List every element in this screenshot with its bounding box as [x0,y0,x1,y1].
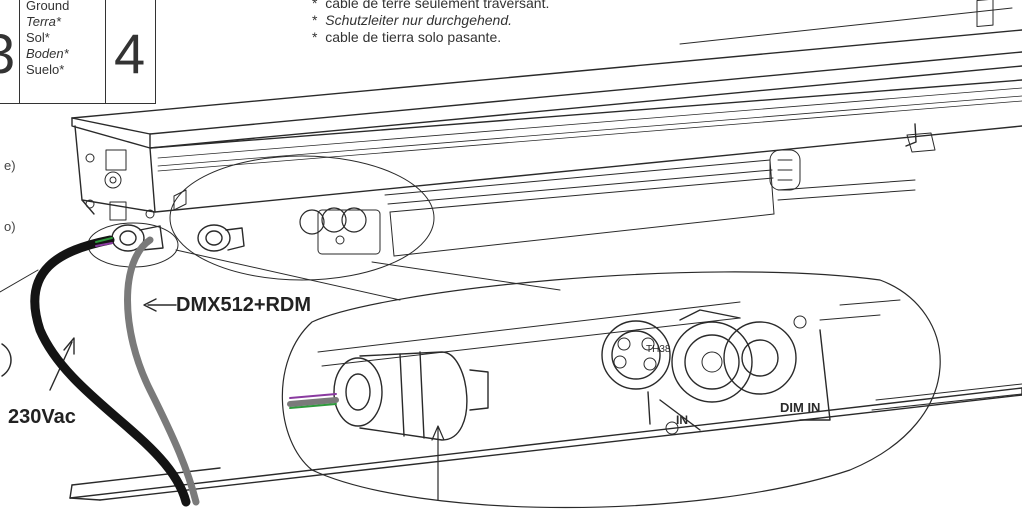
footnote-fr: * cable de terre seulement traversant. [312,0,549,12]
earth-name-fr: Sol* [26,30,50,45]
power-cable [30,235,191,507]
marking-in: IN [676,413,688,427]
marking-dim-in: DIM IN [780,400,820,415]
footnote-es: * cable de tierra solo pasante. [312,29,549,46]
wire-green [95,237,113,243]
callout-leader [175,249,401,301]
footnote-de: * Schutzleiter nur durchgehend. [312,12,549,29]
wire-purple [95,242,113,247]
earth-name-en: Ground [26,0,70,13]
footnote-list: * cable de terre seulement traversant. *… [312,0,549,46]
callout-ellipse-data [169,155,435,281]
zoom-wire-green [289,403,337,409]
footnote-text: cable de terre seulement traversant. [325,0,550,11]
zoom-cable [287,397,339,407]
marking-model: TH38 [646,344,671,355]
footnote-marker: * [312,0,318,11]
power-label: 230Vac [8,406,76,428]
gland-pointer-arrow [431,425,445,501]
footnote-text: cable de tierra solo pasante. [325,29,502,45]
cropped-text-fragment: e) [4,158,16,173]
cropped-bracket [1,343,12,377]
dmx-label: DMX512+RDM [176,294,312,316]
cable-glands [111,224,245,252]
step-number-4: 4 [114,22,146,85]
cropped-text-fragment: o) [4,219,16,234]
zoom-detail [281,271,1022,509]
floor-slot [69,387,1022,501]
footnote-text: Schutzleiter nur durchgehend. [325,12,513,28]
dmx-cable [124,236,200,506]
light-fixture [71,0,1022,257]
earth-name-de: Boden* [26,46,69,61]
reference-line [679,7,1013,45]
earth-name-es: Suelo* [26,62,65,77]
cropped-leader-line [0,269,39,293]
callout-leader [371,261,561,291]
footnote-marker: * [312,12,318,28]
footnote-marker: * [312,29,318,45]
table-cell-number-4 [105,0,156,104]
dmx-pointer-arrow [143,298,177,312]
earth-name-list: Ground Terra* Sol* Boden* Suelo* [26,0,69,78]
step-number-3: 3 [0,26,15,82]
earth-name-it: Terra* [26,14,61,29]
zoom-wire-purple [289,393,337,399]
earth-table: 3 4 Ground Terra* Sol* Boden* Suelo* [0,0,156,104]
